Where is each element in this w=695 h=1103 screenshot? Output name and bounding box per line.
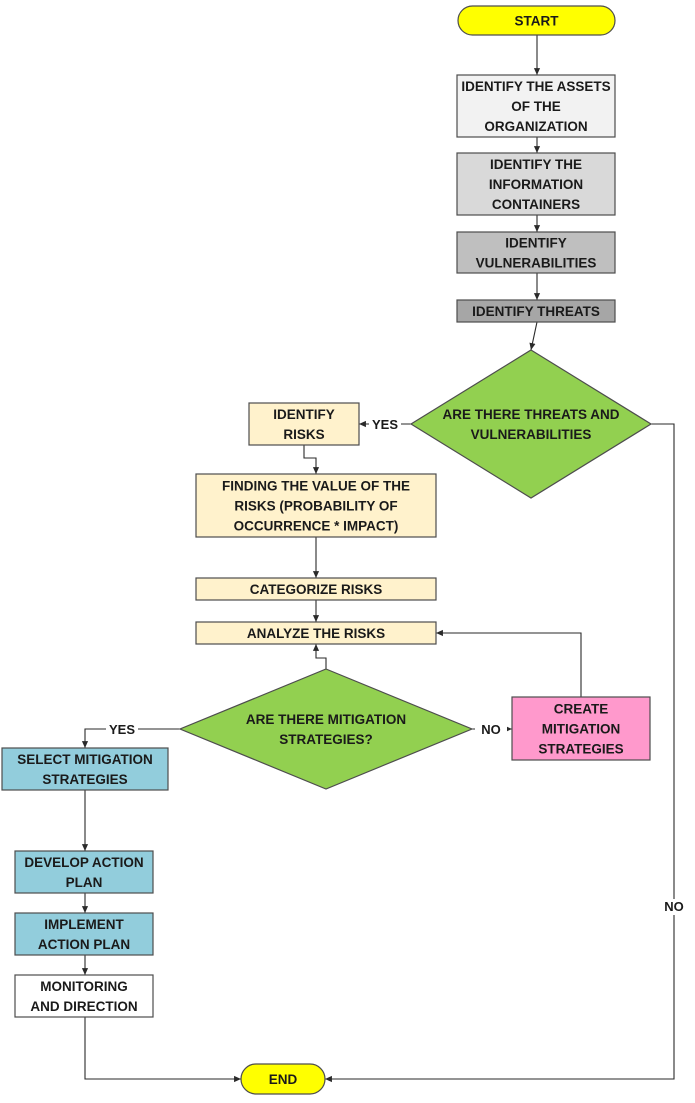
monitoring-label-line: AND DIRECTION — [30, 999, 137, 1014]
implement-plan-label-line: ACTION PLAN — [38, 937, 130, 952]
select-mitigation-label-line: SELECT MITIGATION — [17, 752, 153, 767]
create-mitigation-box-shape — [511, 696, 651, 761]
analyze-risks-label-line: ANALYZE THE RISKS — [247, 626, 385, 641]
node-develop-plan: DEVELOP ACTION PLAN — [14, 850, 154, 894]
edge-label-background — [369, 417, 401, 433]
finding-value-box-shape — [195, 473, 437, 538]
identify-threats-label-line: IDENTIFY THREATS — [472, 304, 600, 319]
identify-containers-label-line: IDENTIFY THE — [490, 157, 582, 172]
identify-assets-label-line: IDENTIFY THE ASSETS — [461, 79, 610, 94]
edge-monitoring-to-end — [84, 1017, 241, 1083]
monitoring-box-shape — [14, 974, 154, 1018]
finding-value-label-line: OCCURRENCE * IMPACT) — [234, 519, 399, 534]
identify-risks-label-line: IDENTIFY — [273, 407, 335, 422]
threats-decision-diamond-shape — [409, 349, 653, 499]
node-create-mitigation: CREATE MITIGATION STRATEGIES — [511, 696, 651, 761]
identify-vulnerabilities-label-line: VULNERABILITIES — [476, 256, 597, 271]
develop-plan-label-line: DEVELOP ACTION — [24, 855, 143, 870]
node-categorize-risks: CATEGORIZE RISKS — [195, 577, 437, 601]
create-mitigation-label-line: STRATEGIES — [538, 742, 623, 757]
edge-label-no: NO — [664, 899, 684, 914]
develop-plan-box-shape — [14, 850, 154, 894]
identify-containers-label-line: INFORMATION — [489, 177, 583, 192]
nodes-layer: START IDENTIFY THE ASSETS OF THE ORGANIZATI… — [1, 5, 653, 1095]
node-monitoring: MONITORING AND DIRECTION — [14, 974, 154, 1018]
monitoring-label-line: MONITORING — [40, 979, 128, 994]
mitigation-decision-label-line: STRATEGIES? — [279, 732, 373, 747]
edge-threats-decision-to-end — [325, 423, 675, 1083]
mitigation-decision-label-line: ARE THERE MITIGATION — [246, 712, 406, 727]
identify-assets-label-line: ORGANIZATION — [484, 119, 587, 134]
edge-analyze-risks-to-mitigation-decision — [312, 644, 327, 669]
node-implement-plan: IMPLEMENT ACTION PLAN — [14, 912, 154, 956]
identify-risks-label-line: RISKS — [283, 427, 324, 442]
edge-create-mitigation-to-analyze-risks — [436, 629, 582, 697]
develop-plan-label-line: PLAN — [66, 875, 103, 890]
identify-containers-label-line: CONTAINERS — [492, 197, 580, 212]
identify-threats-box-shape — [456, 299, 616, 323]
node-analyze-risks: ANALYZE THE RISKS — [195, 621, 437, 645]
node-identify-containers: IDENTIFY THE INFORMATION CONTAINERS — [456, 152, 616, 216]
identify-vulnerabilities-box-shape — [456, 231, 616, 274]
node-start: START — [457, 5, 616, 36]
implement-plan-box-shape — [14, 912, 154, 956]
identify-assets-box-shape — [456, 74, 616, 138]
create-mitigation-label-line: CREATE — [554, 702, 609, 717]
categorize-risks-box-shape — [195, 577, 437, 601]
node-finding-value: FINDING THE VALUE OF THE RISKS (PROBABILI… — [195, 473, 437, 538]
edge-label-no: NO — [481, 722, 501, 737]
end-terminal-shape — [240, 1063, 326, 1095]
edge-label-yes: YES — [372, 417, 398, 432]
start-terminal-shape — [457, 5, 616, 36]
implement-plan-label-line: IMPLEMENT — [44, 917, 124, 932]
identify-risks-box-shape — [248, 402, 360, 446]
identify-containers-box-shape — [456, 152, 616, 216]
categorize-risks-label-line: CATEGORIZE RISKS — [250, 582, 383, 597]
edge-label-background — [658, 899, 690, 915]
finding-value-label-line: RISKS (PROBABILITY OF — [234, 499, 397, 514]
threats-decision-label-line: ARE THERE THREATS AND — [442, 407, 619, 422]
edge-identify-threats-to-threats-decision — [529, 321, 538, 351]
identify-assets-label-line: OF THE — [511, 99, 561, 114]
node-select-mitigation: SELECT MITIGATION STRATEGIES — [1, 747, 169, 791]
end-label-line: END — [269, 1072, 298, 1087]
node-identify-assets: IDENTIFY THE ASSETS OF THE ORGANIZATION — [456, 74, 616, 138]
node-identify-threats: IDENTIFY THREATS — [456, 299, 616, 323]
edge-label-yes: YES — [109, 722, 135, 737]
identify-vulnerabilities-label-line: IDENTIFY — [505, 236, 567, 251]
edge-label-background — [475, 722, 507, 738]
edge-labels-layer: YES NO YES NO — [106, 417, 690, 915]
start-label-line: START — [515, 14, 560, 29]
mitigation-decision-diamond-shape — [178, 668, 474, 790]
node-end: END — [240, 1063, 326, 1095]
analyze-risks-box-shape — [195, 621, 437, 645]
finding-value-label-line: FINDING THE VALUE OF THE — [222, 479, 410, 494]
edge-label-background — [106, 722, 138, 738]
edge-identify-risks-to-finding-value — [303, 445, 320, 474]
node-identify-vulnerabilities: IDENTIFY VULNERABILITIES — [456, 231, 616, 274]
threats-decision-label-line: VULNERABILITIES — [471, 427, 592, 442]
node-identify-risks: IDENTIFY RISKS — [248, 402, 360, 446]
node-mitigation-decision: ARE THERE MITIGATION STRATEGIES? — [178, 668, 474, 790]
edge-mitigation-decision-to-select-mitigation — [81, 728, 180, 748]
node-threats-decision: ARE THERE THREATS AND VULNERABILITIES — [409, 349, 653, 499]
select-mitigation-label-line: STRATEGIES — [42, 772, 127, 787]
select-mitigation-box-shape — [1, 747, 169, 791]
create-mitigation-label-line: MITIGATION — [542, 722, 621, 737]
